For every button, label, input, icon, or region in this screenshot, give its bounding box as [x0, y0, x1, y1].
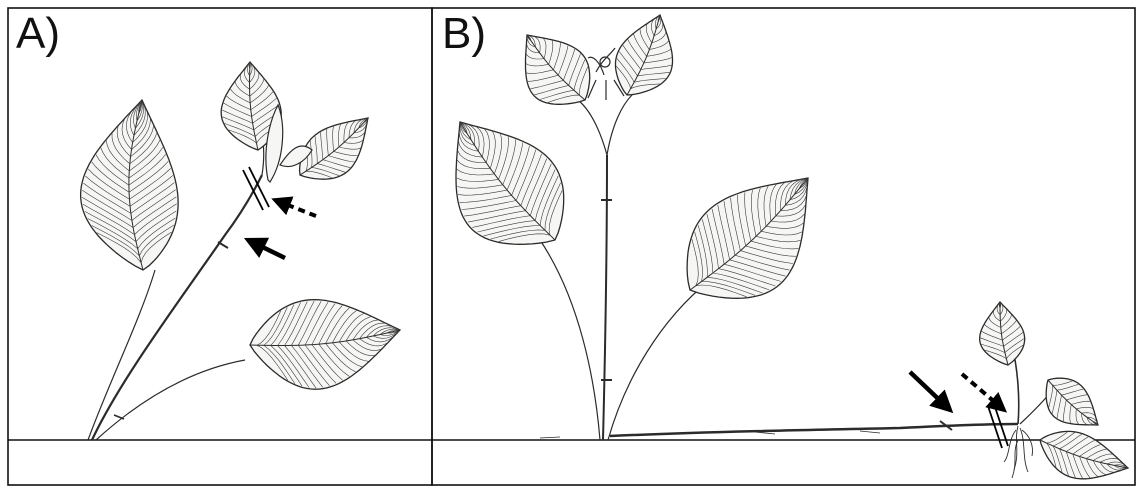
- leaf: [81, 100, 179, 270]
- leaf-blade: [687, 178, 808, 298]
- stem: [88, 270, 155, 440]
- leaf-blade: [1040, 431, 1128, 478]
- stem: [96, 360, 245, 440]
- leaf: [456, 122, 564, 244]
- roots: [1004, 426, 1033, 478]
- stem: [603, 155, 607, 440]
- dashed-arrow-icon: [962, 374, 1004, 410]
- panel-a-label: A): [16, 12, 60, 56]
- panel-b-label: B): [442, 12, 486, 56]
- panel-b-plant: [456, 15, 1128, 479]
- leaf: [1040, 431, 1128, 478]
- panel-b-annotations: [910, 372, 1008, 448]
- stem: [540, 240, 600, 440]
- leaf: [980, 302, 1025, 365]
- stem: [608, 280, 710, 440]
- panel-a-frame: [8, 8, 432, 485]
- cut-mark-icon: [988, 406, 1002, 448]
- solid-arrow-icon: [248, 240, 285, 258]
- leaf: [616, 15, 673, 95]
- stem: [607, 95, 632, 155]
- dashed-arrow-icon: [275, 200, 316, 216]
- leaf: [250, 300, 400, 390]
- leaf: [526, 35, 590, 104]
- leaf: [687, 178, 808, 298]
- leaf-blade: [250, 300, 400, 390]
- leaf: [1046, 378, 1098, 425]
- solid-arrow-icon: [910, 372, 950, 410]
- stem: [578, 100, 607, 155]
- panel-a-plant: [81, 62, 400, 440]
- leaf-blade: [616, 15, 673, 95]
- panel-a-annotations: [243, 167, 316, 258]
- node: [218, 242, 228, 248]
- stolon: [610, 424, 1018, 436]
